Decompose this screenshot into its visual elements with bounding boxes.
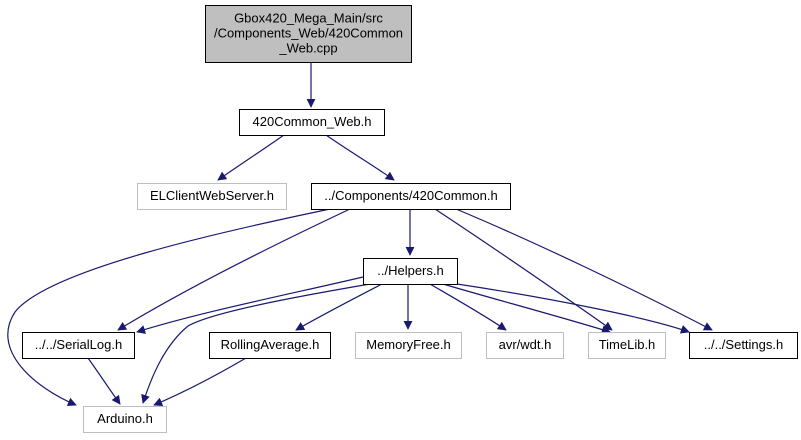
edge-helpers-to-wdt <box>429 283 507 331</box>
node-seriallog[interactable]: ../../SerialLog.h <box>22 332 135 359</box>
node-label: Gbox420_Mega_Main/src <box>234 11 383 26</box>
node-label: ../Components/420Common.h <box>324 188 497 203</box>
node-memfree: MemoryFree.h <box>355 332 462 359</box>
node-root[interactable]: Gbox420_Mega_Main/src/Components_Web/420… <box>205 5 412 63</box>
edge-common-to-timelib <box>434 208 613 331</box>
edge-helpers-to-rolling <box>295 283 383 331</box>
node-label: avr/wdt.h <box>499 337 552 352</box>
node-rolling[interactable]: RollingAverage.h <box>209 332 331 359</box>
node-common[interactable]: ../Components/420Common.h <box>311 183 511 210</box>
node-label: _Web.cpp <box>278 41 337 56</box>
node-label: ELClientWebServer.h <box>150 188 274 203</box>
node-helpers[interactable]: ../Helpers.h <box>363 258 458 285</box>
node-box <box>311 183 511 210</box>
node-box <box>486 332 564 359</box>
node-label: Arduino.h <box>97 411 153 426</box>
edge-common_web-to-common <box>325 134 395 181</box>
edge-helpers-to-timelib <box>442 283 611 334</box>
nodes-layer: Gbox420_Mega_Main/src/Components_Web/420… <box>22 5 798 433</box>
node-box <box>205 5 412 63</box>
node-label: ../../SerialLog.h <box>35 337 122 352</box>
node-box <box>689 332 798 359</box>
node-box <box>209 332 331 359</box>
node-box <box>588 332 666 359</box>
edge-common_web-to-elclient <box>217 134 285 181</box>
edge-helpers-to-seriallog <box>136 276 364 334</box>
edge-rolling-to-arduino <box>153 357 247 407</box>
edge-helpers-to-settings <box>456 283 690 334</box>
node-box <box>22 332 135 359</box>
node-label: TimeLib.h <box>599 337 656 352</box>
node-label: MemoryFree.h <box>366 337 451 352</box>
node-box <box>239 109 385 136</box>
node-label: /Components_Web/420Common <box>214 26 403 41</box>
node-label: RollingAverage.h <box>221 337 320 352</box>
edge-common-to-settings <box>455 208 713 331</box>
node-common-web[interactable]: 420Common_Web.h <box>239 109 385 136</box>
edge-common-to-arduino <box>7 208 331 407</box>
edges-layer <box>7 62 713 407</box>
node-label: ../../Settings.h <box>704 337 784 352</box>
node-box <box>355 332 462 359</box>
node-box <box>363 258 458 285</box>
node-label: ../Helpers.h <box>377 263 443 278</box>
node-wdt: avr/wdt.h <box>486 332 564 359</box>
node-timelib: TimeLib.h <box>588 332 666 359</box>
node-box <box>137 183 287 210</box>
edge-seriallog-to-arduino <box>87 357 121 405</box>
node-arduino: Arduino.h <box>83 406 167 433</box>
edge-common-to-seriallog <box>117 208 351 331</box>
node-label: 420Common_Web.h <box>253 114 372 129</box>
node-elclient: ELClientWebServer.h <box>137 183 287 210</box>
edge-helpers-to-arduino <box>141 283 371 404</box>
node-box <box>83 406 167 433</box>
node-settings[interactable]: ../../Settings.h <box>689 332 798 359</box>
